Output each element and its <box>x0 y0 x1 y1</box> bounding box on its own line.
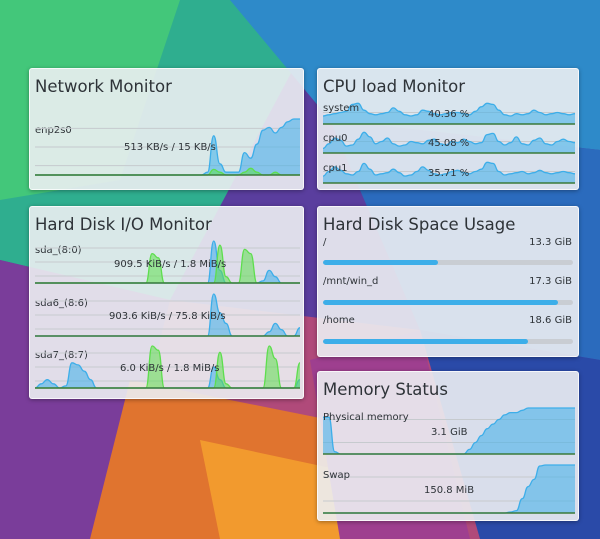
swap-usage-graph <box>323 464 575 514</box>
network-monitor-title: Network Monitor <box>35 77 172 96</box>
disk-space-usage-title: Hard Disk Space Usage <box>323 215 516 234</box>
cpu-load-graph <box>323 131 575 154</box>
disk-io-graph <box>35 240 300 284</box>
network-rate-value: 513 KB/s / 15 KB/s <box>124 142 216 153</box>
disk-mount-label: / <box>323 237 327 248</box>
disk-io-row-label: sda7_(8:7) <box>35 350 88 361</box>
memory-usage-area <box>323 408 575 454</box>
disk-io-rate-value: 6.0 KiB/s / 1.8 MiB/s <box>120 363 220 374</box>
cpu-row-label: cpu0 <box>323 133 348 144</box>
cpu-load-monitor-title: CPU load Monitor <box>323 77 466 96</box>
cpu-load-graph <box>323 102 575 125</box>
disk-size-value: 18.6 GiB <box>529 315 572 326</box>
disk-usage-fill <box>323 260 438 265</box>
disk-mount-label: /mnt/win_d <box>323 276 379 287</box>
disk-io-monitor-title: Hard Disk I/O Monitor <box>35 215 212 234</box>
disk-usage-bar <box>323 339 573 344</box>
disk-size-value: 17.3 GiB <box>529 276 572 287</box>
memory-value: 3.1 GiB <box>431 427 468 438</box>
network-monitor-widget[interactable]: Network Monitor enp2s0 513 KB/s / 15 KB/… <box>29 68 304 190</box>
memory-usage-area <box>323 465 575 513</box>
disk-io-row-label: sda_(8:0) <box>35 245 82 256</box>
memory-status-widget[interactable]: Memory Status Physical memory 3.1 GiB Sw… <box>317 371 579 521</box>
network-traffic-graph <box>35 118 300 176</box>
disk-space-usage-widget[interactable]: Hard Disk Space Usage / 13.3 GiB /mnt/wi… <box>317 206 579 357</box>
memory-status-title: Memory Status <box>323 380 448 399</box>
cpu-load-value: 35.71 % <box>428 168 470 179</box>
cpu-load-line <box>323 161 575 177</box>
disk-io-rate-value: 909.5 KiB/s / 1.8 MiB/s <box>114 259 227 270</box>
disk-read-area <box>35 294 300 336</box>
cpu-load-area <box>323 132 575 153</box>
cpu-row-label: cpu1 <box>323 163 348 174</box>
disk-io-monitor-widget[interactable]: Hard Disk I/O Monitor sda_(8:0) 909.5 Ki… <box>29 206 304 399</box>
disk-size-value: 13.3 GiB <box>529 237 572 248</box>
disk-io-graph <box>35 293 300 337</box>
memory-row-label: Physical memory <box>323 412 409 423</box>
disk-mount-label: /home <box>323 315 355 326</box>
cpu-row-label: system <box>323 103 360 114</box>
cpu-load-value: 40.36 % <box>428 109 470 120</box>
disk-io-graph <box>35 345 300 389</box>
memory-value: 150.8 MiB <box>424 485 475 496</box>
cpu-load-line <box>323 102 575 117</box>
disk-write-area <box>35 346 300 388</box>
cpu-load-line <box>323 131 575 150</box>
memory-usage-graph <box>323 407 575 455</box>
cpu-load-graph <box>323 161 575 184</box>
disk-usage-fill <box>323 300 558 305</box>
cpu-load-monitor-widget[interactable]: CPU load Monitor system 40.36 % cpu0 45.… <box>317 68 579 190</box>
network-receive-area <box>35 119 300 175</box>
cpu-load-value: 45.08 % <box>428 138 470 149</box>
network-interface-label: enp2s0 <box>35 125 72 136</box>
disk-usage-fill <box>323 339 528 344</box>
memory-row-label: Swap <box>323 470 351 481</box>
disk-io-row-label: sda6_(8:6) <box>35 298 88 309</box>
disk-io-rate-value: 903.6 KiB/s / 75.8 KiB/s <box>109 311 226 322</box>
disk-write-area <box>35 245 300 283</box>
disk-read-area <box>35 241 300 283</box>
disk-usage-bar <box>323 300 573 305</box>
disk-usage-bar <box>323 260 573 265</box>
